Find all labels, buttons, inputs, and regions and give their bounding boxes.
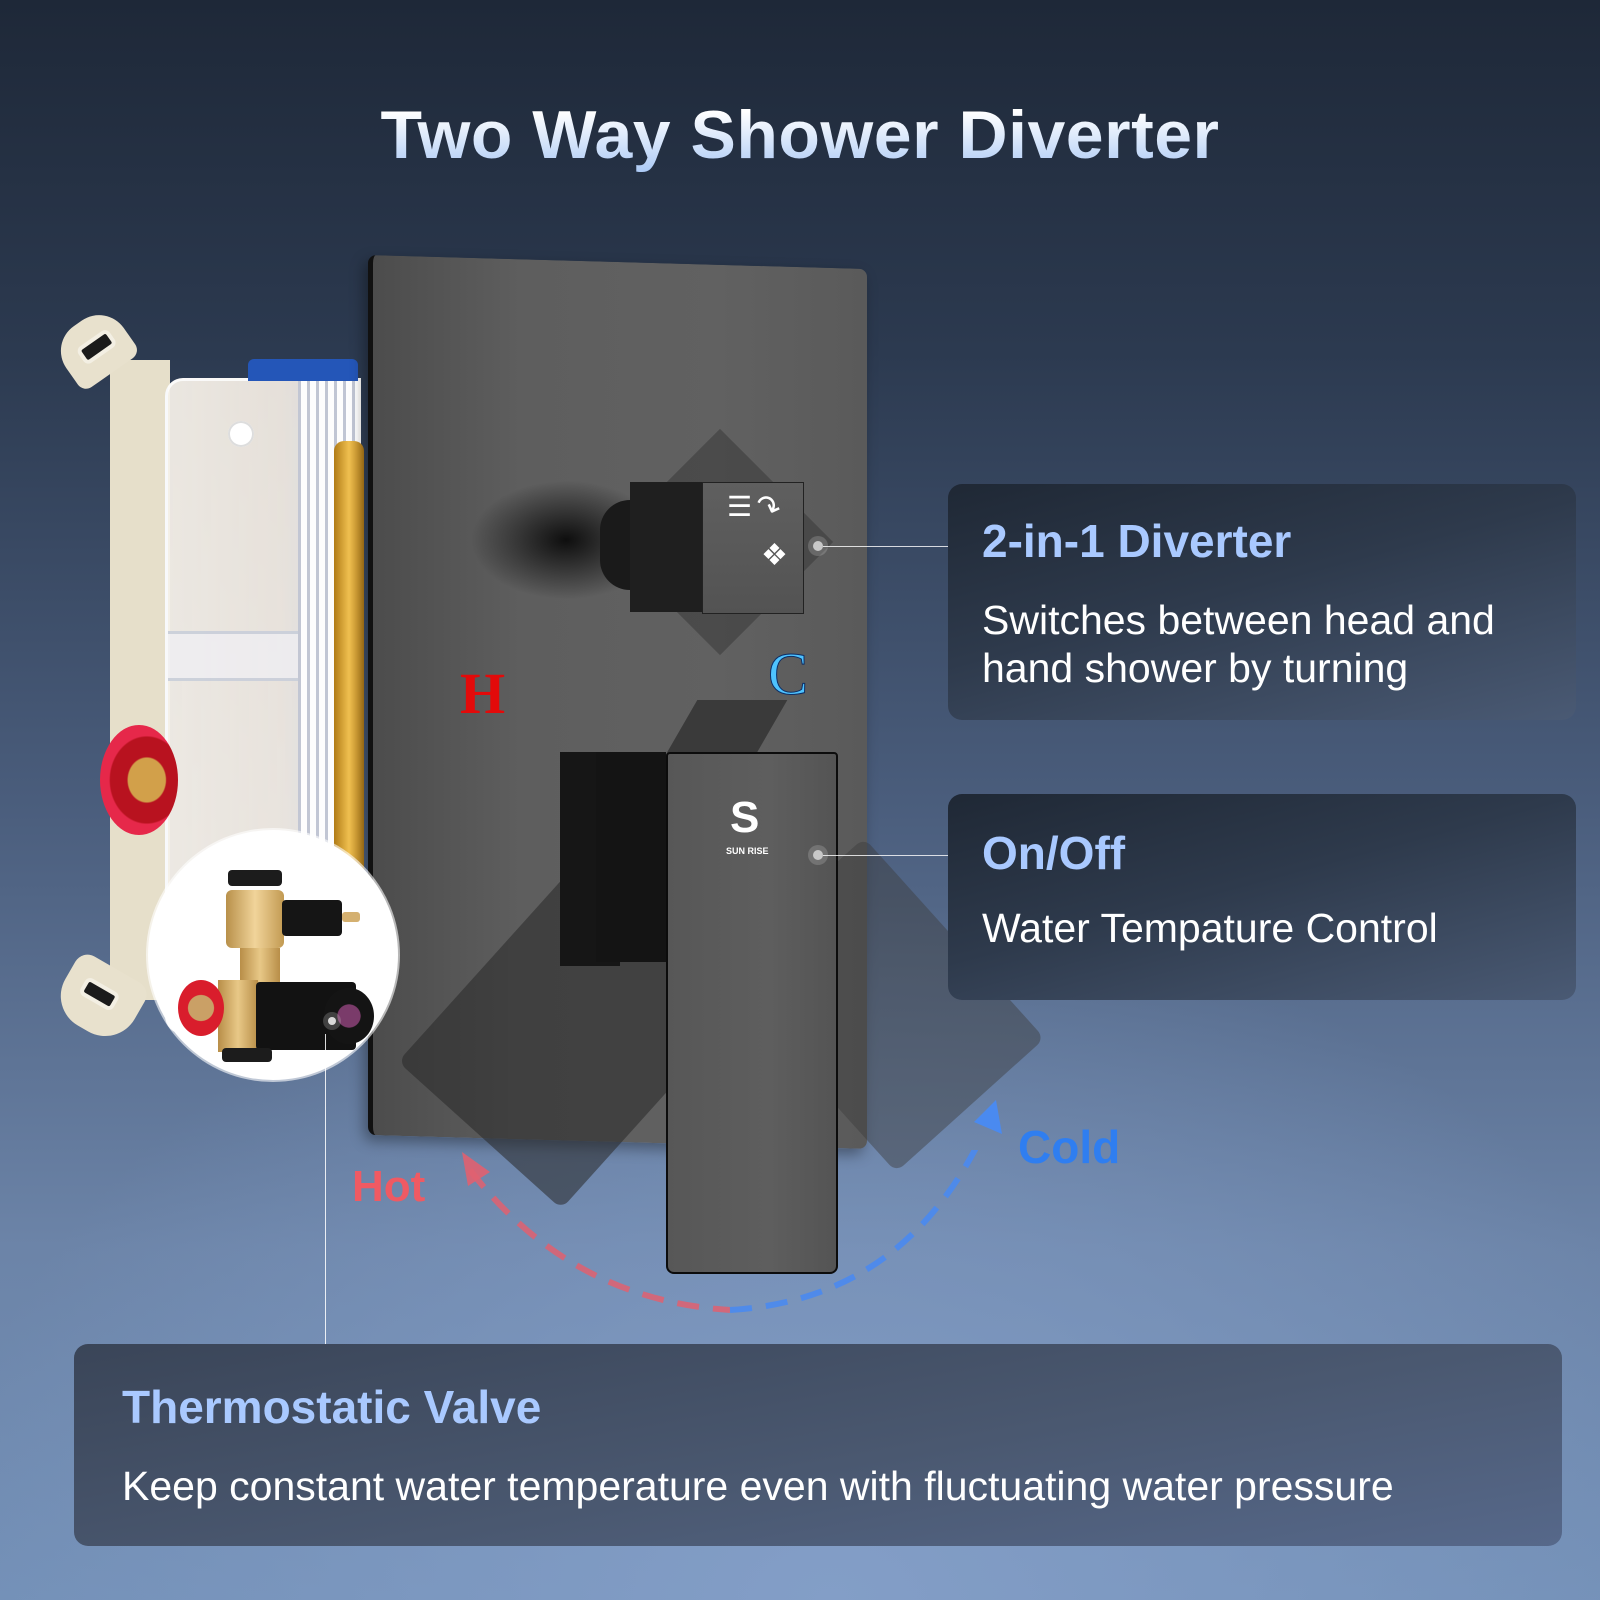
brand-logo-icon: S <box>730 793 760 842</box>
shower-head-icon: ☰ <box>727 491 753 522</box>
cold-label: Cold <box>1018 1121 1121 1173</box>
diverter-knob: ☰ ↷ ❖ <box>702 482 804 614</box>
onoff-callout-line <box>823 855 948 856</box>
thermostatic-description: Keep constant water temperature even wit… <box>122 1463 1394 1509</box>
diverter-callout: 2-in-1 Diverter Switches between head an… <box>948 484 1576 720</box>
onoff-callout-dot <box>813 850 823 860</box>
diverter-description: Switches between head and hand shower by… <box>982 597 1495 691</box>
cold-arrow-icon <box>974 1100 1002 1134</box>
diverter-callout-dot <box>813 541 823 551</box>
diverter-knob-side <box>630 482 702 612</box>
diverter-callout-line <box>823 546 948 547</box>
thermostatic-callout: Thermostatic Valve Keep constant water t… <box>74 1344 1562 1546</box>
cold-mark: C <box>767 641 809 708</box>
clear-rail <box>168 631 298 681</box>
screw-icon <box>228 421 254 447</box>
callout-dot <box>328 1017 336 1025</box>
hot-inlet-port <box>100 725 178 835</box>
onoff-callout: On/Off Water Tempature Control <box>948 794 1576 1000</box>
hand-shower-icon: ❖ <box>761 539 788 572</box>
mounting-bracket-arm <box>110 360 170 1000</box>
hot-mark: H <box>460 661 506 726</box>
brand-logo-text: SUN RISE <box>726 846 769 856</box>
onoff-description: Water Tempature Control <box>982 905 1438 951</box>
rotation-arc-icon <box>462 1150 979 1313</box>
thermostatic-callout-line <box>325 1034 326 1344</box>
onoff-heading: On/Off <box>982 827 1126 879</box>
mixer-lever: S SUN RISE <box>666 752 838 1274</box>
page-title: Two Way Shower Diverter <box>0 96 1600 174</box>
thermostatic-cartridge-inset <box>148 830 398 1080</box>
thermostatic-heading: Thermostatic Valve <box>122 1381 542 1433</box>
swap-arrow-icon: ↷ <box>750 487 786 528</box>
brass-body <box>334 441 364 901</box>
hot-label: Hot <box>352 1162 426 1211</box>
diverter-heading: 2-in-1 Diverter <box>982 515 1292 567</box>
blue-cap <box>248 359 358 381</box>
lever-side <box>596 752 666 962</box>
